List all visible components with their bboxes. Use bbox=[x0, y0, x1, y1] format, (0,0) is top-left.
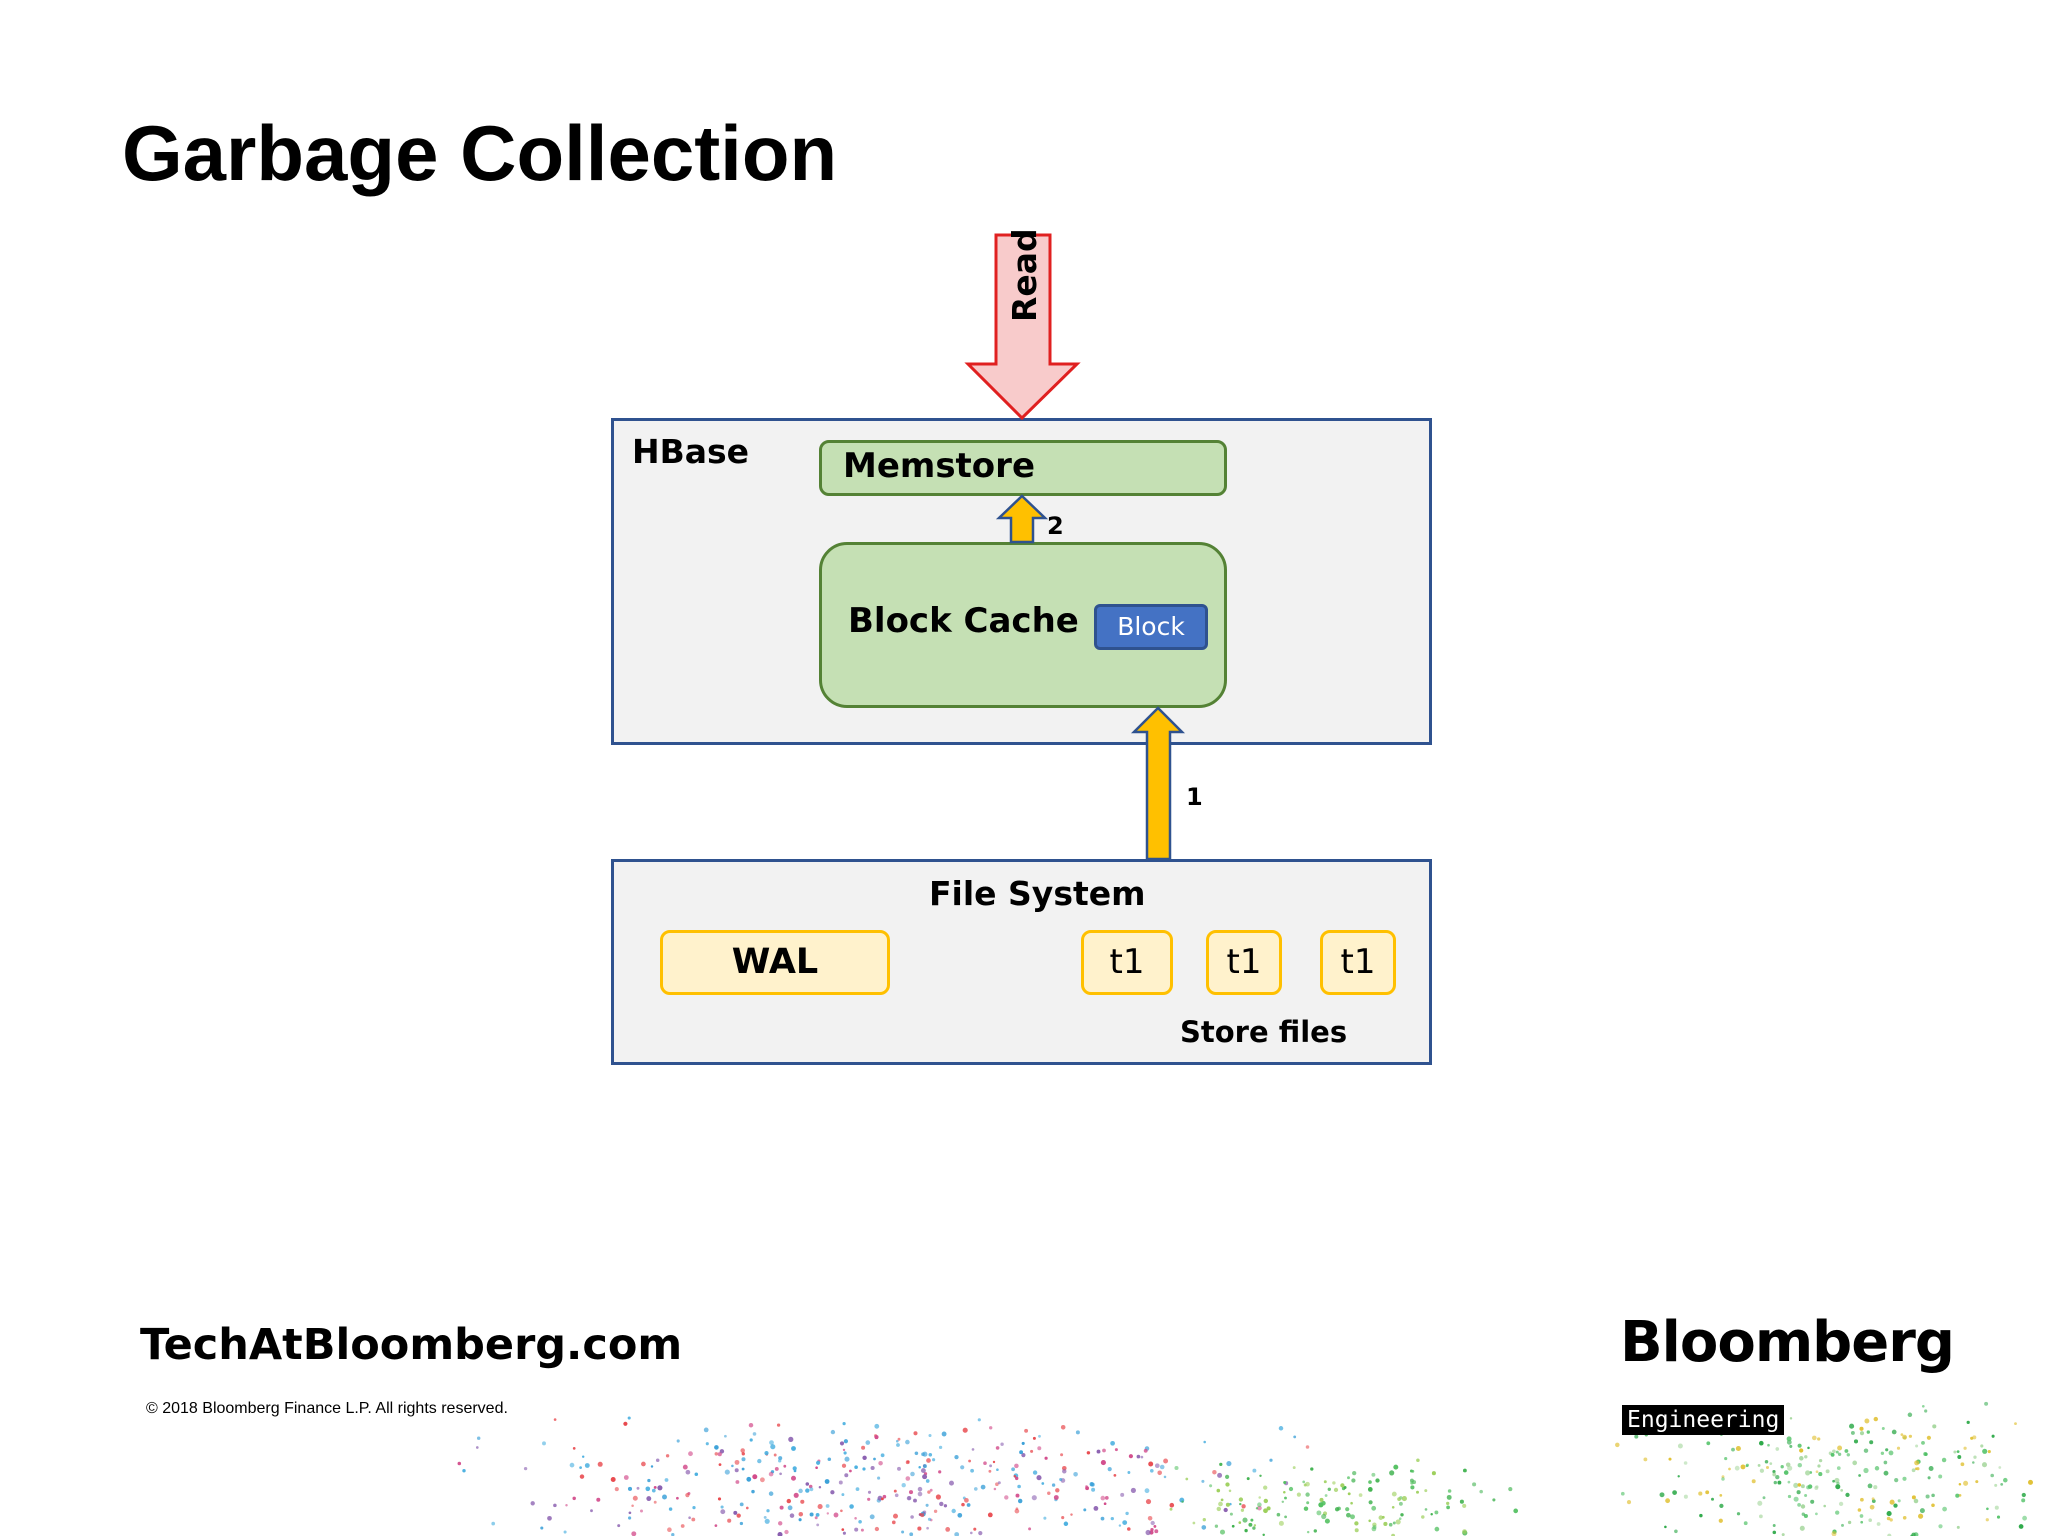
slide-title: Garbage Collection bbox=[122, 109, 838, 197]
store-file-label: t1 bbox=[1109, 942, 1145, 982]
block-cache-label: Block Cache bbox=[848, 601, 1079, 641]
step2-arrow-icon bbox=[995, 494, 1049, 544]
file-system-label: File System bbox=[929, 874, 1146, 913]
wal-label: WAL bbox=[731, 942, 819, 982]
store-file-label: t1 bbox=[1340, 942, 1376, 982]
footer-site-url: TechAtBloomberg.com bbox=[140, 1320, 683, 1370]
step1-arrow-icon bbox=[1130, 706, 1186, 861]
hbase-label: HBase bbox=[632, 432, 750, 471]
store-files-label: Store files bbox=[1180, 1015, 1348, 1049]
read-arrow-label: Read bbox=[1005, 228, 1044, 322]
memstore-box bbox=[819, 440, 1227, 496]
store-file-box bbox=[1081, 930, 1173, 995]
wal-box bbox=[660, 930, 890, 995]
step1-label: 1 bbox=[1186, 783, 1203, 811]
store-file-box bbox=[1206, 930, 1282, 995]
block-box bbox=[1094, 604, 1208, 650]
store-file-label: t1 bbox=[1226, 942, 1262, 982]
engineering-badge: Engineering bbox=[1622, 1405, 1785, 1435]
read-arrow-icon bbox=[964, 233, 1081, 421]
block-label: Block bbox=[1117, 612, 1185, 641]
step2-label: 2 bbox=[1047, 512, 1064, 540]
footer-copyright: © 2018 Bloomberg Finance L.P. All rights… bbox=[146, 1400, 508, 1417]
bloomberg-logo: Bloomberg bbox=[1620, 1310, 1955, 1375]
store-file-box bbox=[1320, 930, 1396, 995]
memstore-label: Memstore bbox=[843, 446, 1035, 486]
